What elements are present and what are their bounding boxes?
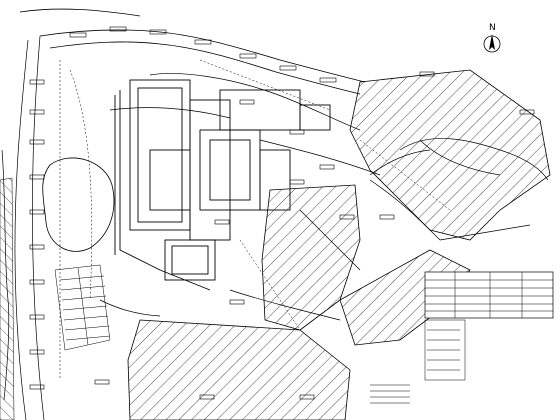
north-label: N: [489, 23, 496, 33]
parcel-central: [261, 184, 361, 331]
parking-lots: [54, 264, 111, 351]
parcel-south: [127, 319, 351, 420]
notes-block: [424, 319, 466, 381]
main-building-complex: [114, 79, 331, 291]
bottom-notes: [370, 384, 410, 404]
parcel-northeast: [349, 69, 551, 241]
north-arrow-icon: N: [483, 23, 501, 53]
legend-table: [424, 271, 554, 319]
terrain-hatch-west: [0, 177, 15, 420]
annotation-labels: [29, 26, 535, 400]
east-boundary: [369, 138, 549, 241]
north-perimeter-road: [19, 8, 366, 95]
pond: [42, 157, 115, 252]
